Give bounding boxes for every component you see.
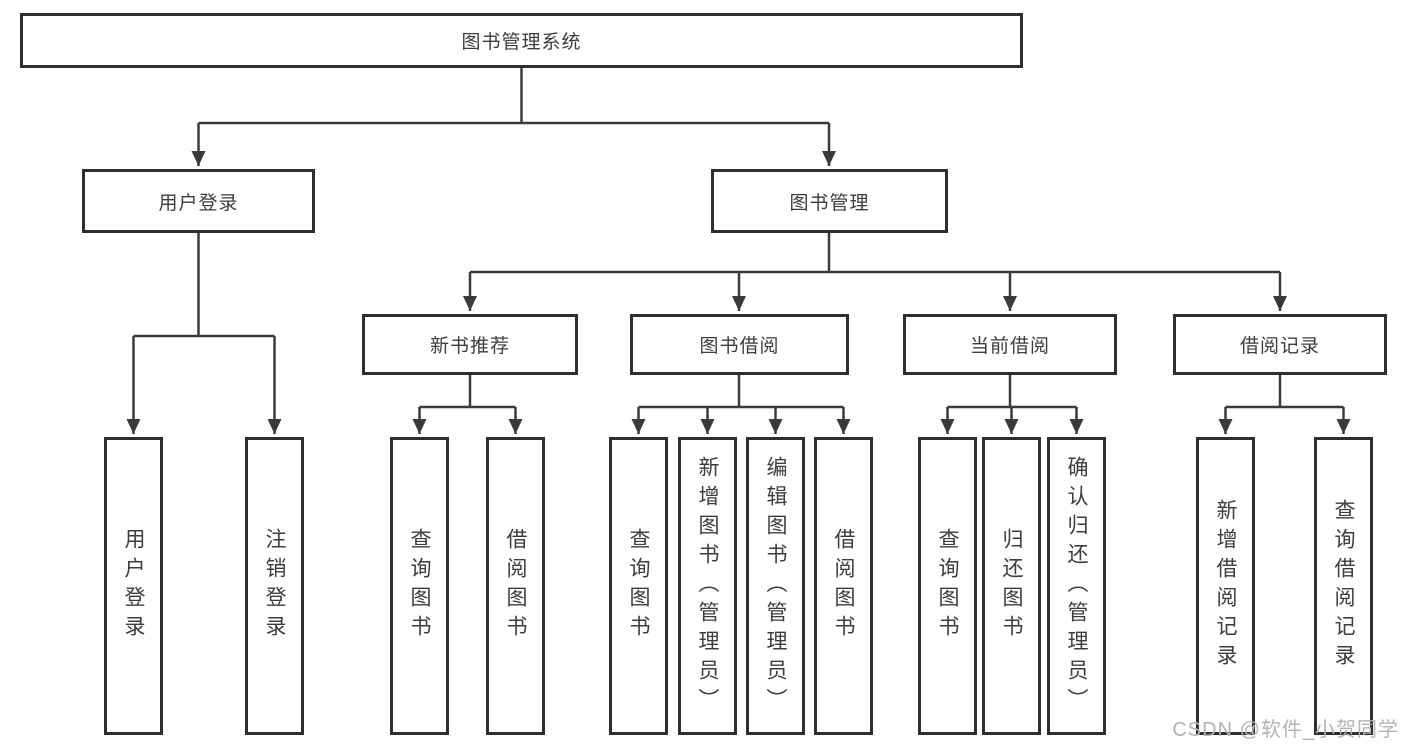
leaf-edit-books-admin: 编辑图书（管理员） xyxy=(746,437,805,735)
leaf-query-books-borrowing: 查询图书 xyxy=(609,437,668,735)
node-book-borrowing: 图书借阅 xyxy=(630,314,849,375)
node-user-login: 用户登录 xyxy=(82,169,315,233)
node-new-book-recommendation: 新书推荐 xyxy=(362,314,578,375)
leaf-add-borrow-record: 新增借阅记录 xyxy=(1196,437,1255,735)
leaf-user-login: 用户登录 xyxy=(104,437,163,735)
csdn-watermark: CSDN @软件_小贺同学 xyxy=(1172,719,1399,741)
node-current-borrowing: 当前借阅 xyxy=(903,314,1117,375)
leaf-return-books: 归还图书 xyxy=(982,437,1041,735)
leaf-query-borrow-record: 查询借阅记录 xyxy=(1314,437,1373,735)
leaf-logout: 注销登录 xyxy=(245,437,304,735)
node-library-management-system: 图书管理系统 xyxy=(20,13,1023,68)
leaf-add-books-admin: 新增图书（管理员） xyxy=(678,437,737,735)
node-borrowing-records: 借阅记录 xyxy=(1173,314,1387,375)
leaf-borrow-books-borrowing: 借阅图书 xyxy=(814,437,873,735)
leaf-borrow-books-recommend: 借阅图书 xyxy=(486,437,545,735)
leaf-query-books-recommend: 查询图书 xyxy=(390,437,449,735)
leaf-confirm-return-admin: 确认归还（管理员） xyxy=(1047,437,1106,735)
node-book-management: 图书管理 xyxy=(711,169,948,233)
leaf-query-books-current: 查询图书 xyxy=(918,437,977,735)
